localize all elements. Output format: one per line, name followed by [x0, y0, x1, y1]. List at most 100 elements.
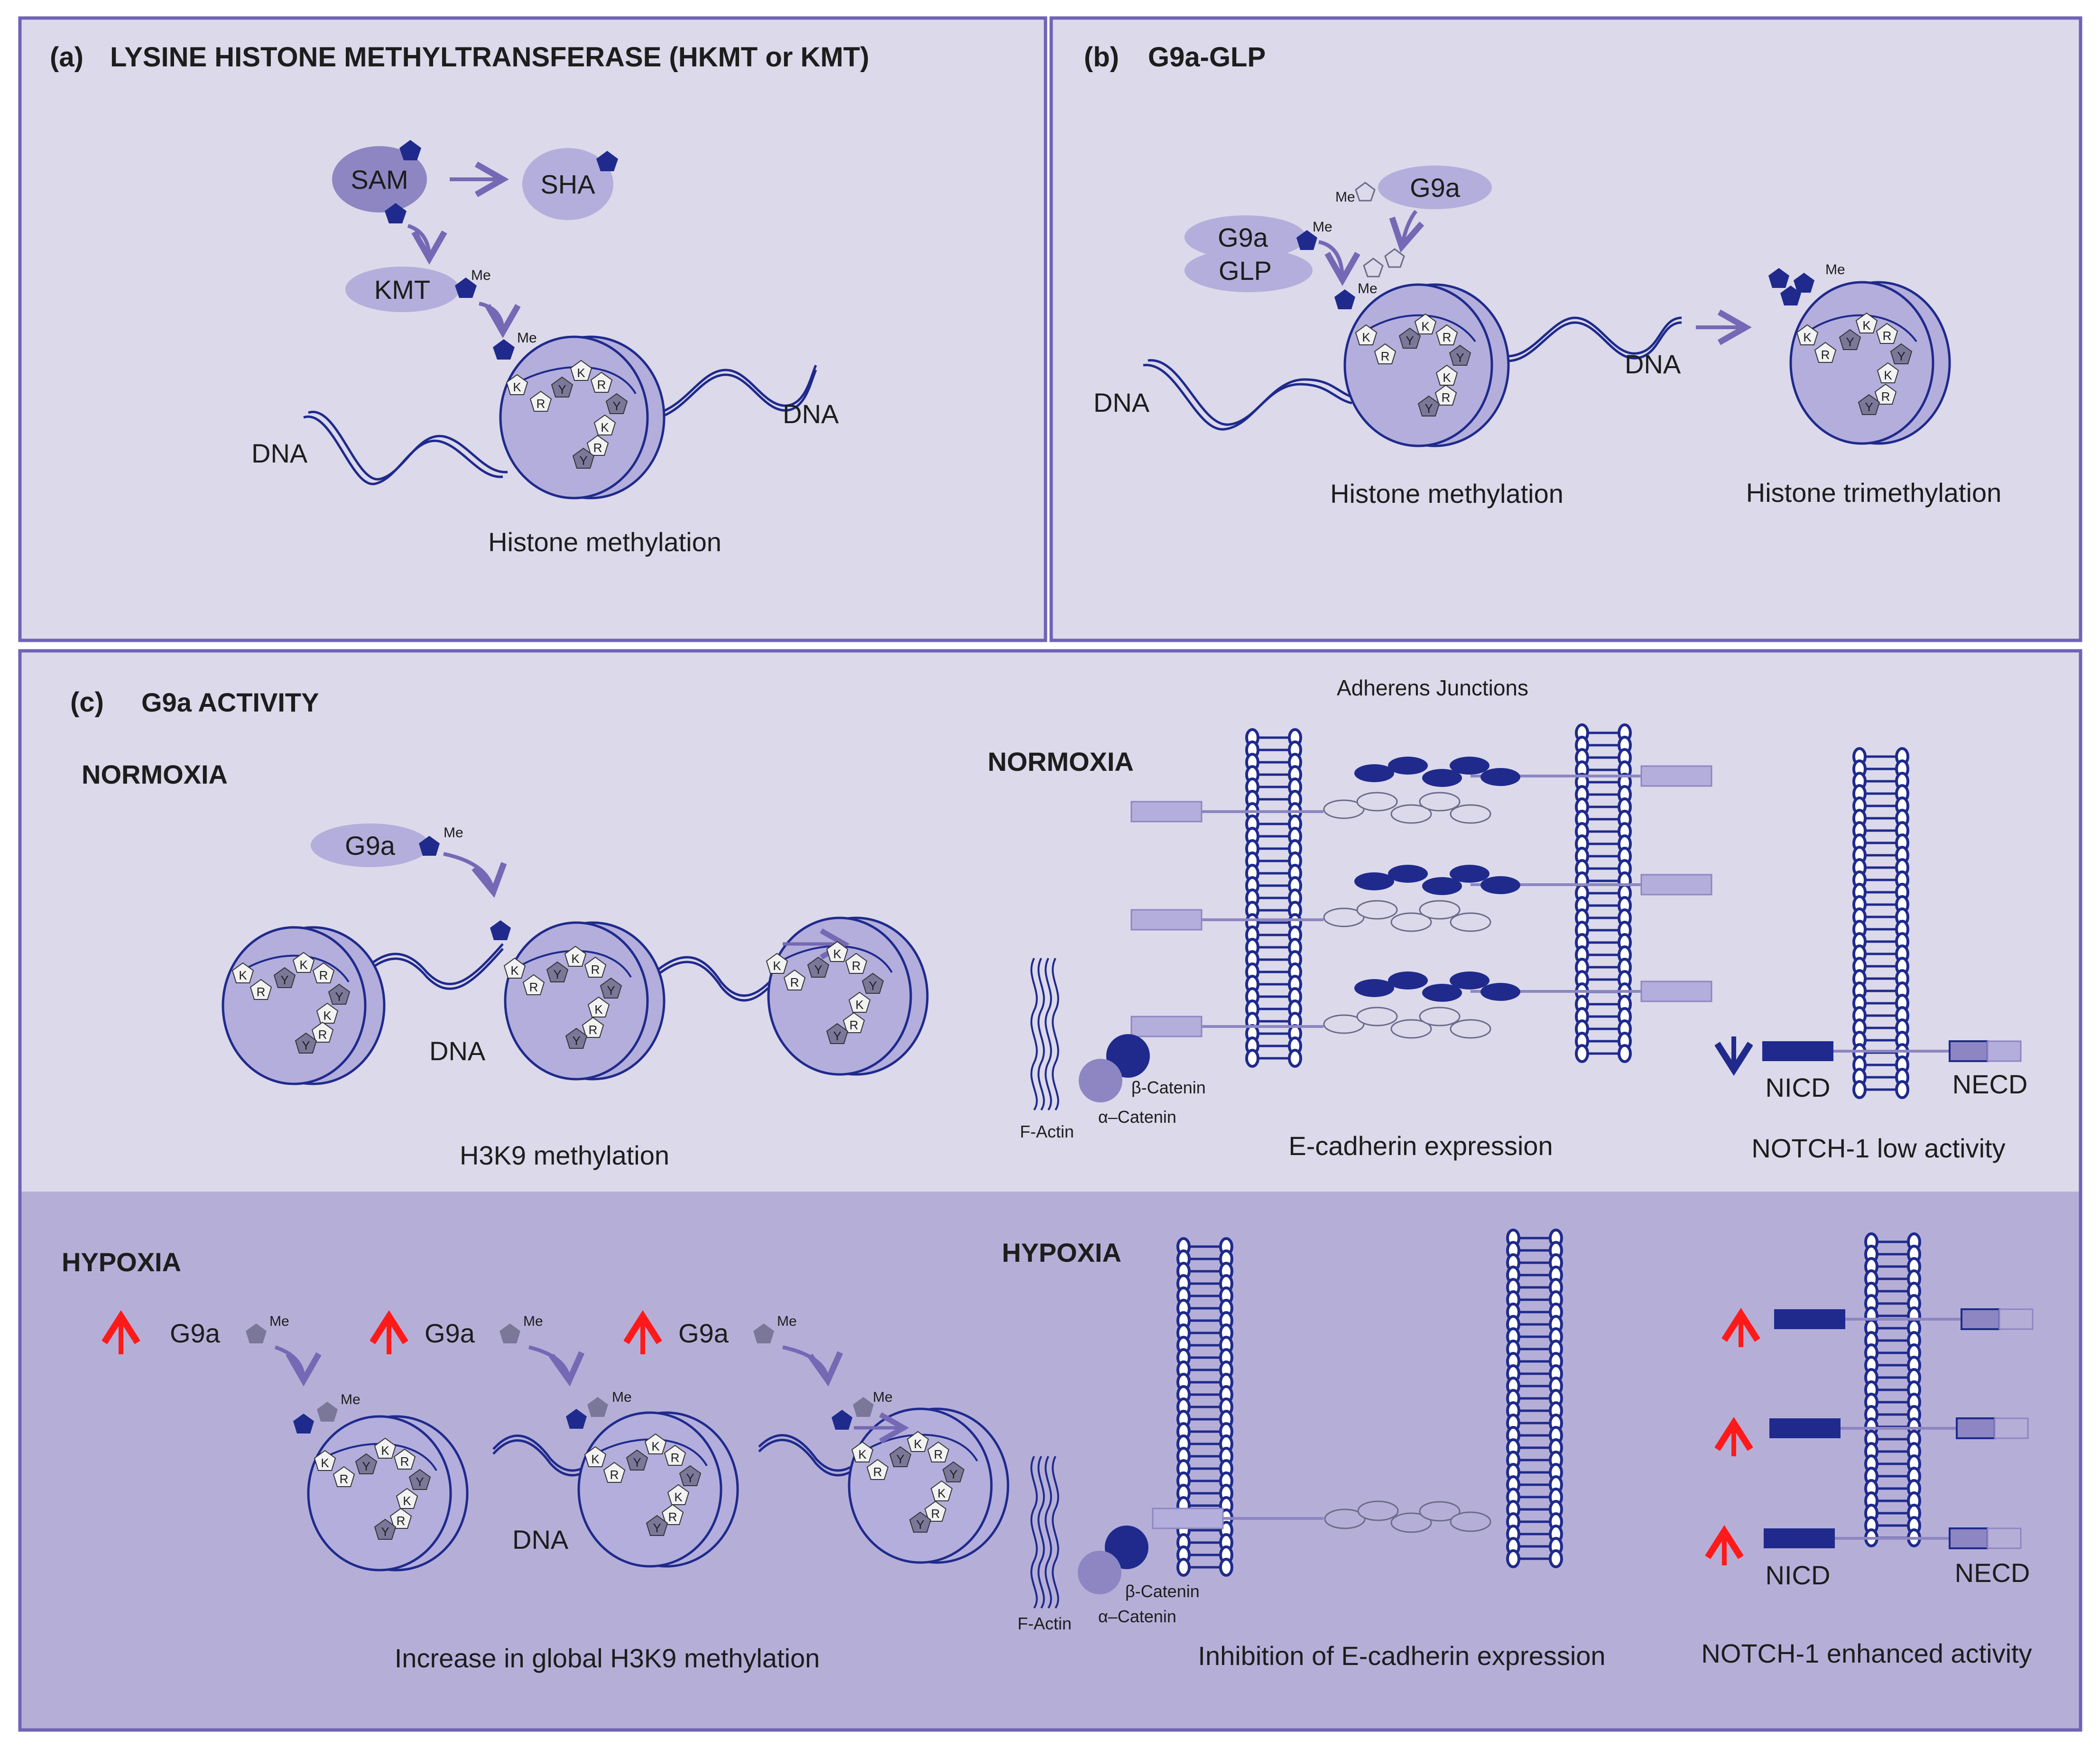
residue-k: K	[667, 1484, 690, 1505]
f-actin-label: F-Actin	[1018, 1614, 1072, 1633]
residue-k: K	[851, 1441, 874, 1462]
svg-text:R: R	[1381, 349, 1390, 363]
caption-h3k9-global: Increase in global H3K9 methylation	[395, 1643, 820, 1673]
nicd-label: NICD	[1766, 1560, 1831, 1590]
beta-catenin-label: β-Catenin	[1125, 1582, 1200, 1601]
caption-ecadherin-inhibition: Inhibition of E-cadherin expression	[1198, 1641, 1605, 1671]
necd-label: NECD	[1952, 1069, 2028, 1099]
transfer-arrow	[443, 852, 507, 898]
svg-text:K: K	[855, 998, 864, 1012]
residue-k: K	[1355, 324, 1378, 345]
dna-strand	[1147, 359, 1357, 426]
residue-r: R	[845, 953, 868, 974]
svg-text:Y: Y	[572, 1034, 580, 1048]
residue-r: R	[1874, 383, 1897, 405]
residue-r: R	[393, 1448, 416, 1470]
svg-text:R: R	[850, 1018, 859, 1032]
svg-text:Y: Y	[553, 967, 561, 981]
me-label: Me	[1335, 189, 1355, 205]
panel-a: (a) LYSINE HISTONE METHYLTRANSFERASE (HK…	[50, 42, 869, 557]
residue-y: Y	[889, 1446, 912, 1467]
lipid-head	[1245, 1049, 1259, 1068]
methyl-group-icon	[1334, 289, 1355, 309]
residue-y: Y	[551, 376, 574, 398]
residue-r: R	[1814, 342, 1837, 363]
glp-label: GLP	[1219, 256, 1272, 286]
svg-text:R: R	[1881, 389, 1890, 404]
svg-text:R: R	[934, 1447, 943, 1461]
residue-k: K	[503, 957, 526, 979]
residue-k: K	[374, 1437, 397, 1459]
dna-strand	[308, 410, 508, 481]
junction-row	[1130, 865, 1712, 932]
residue-y: Y	[355, 1453, 378, 1474]
residue-r: R	[590, 371, 613, 393]
residue-y: Y	[273, 967, 296, 988]
residue-r: R	[842, 1012, 865, 1033]
normoxia-heading-junctions: NORMOXIA	[988, 747, 1134, 777]
residue-k: K	[570, 360, 592, 381]
residue-k: K	[1796, 324, 1819, 345]
residue-k: K	[292, 952, 315, 973]
methyl-group-icon	[385, 203, 407, 223]
residue-r: R	[389, 1508, 412, 1529]
g9a-label: G9a	[1410, 173, 1461, 203]
svg-text:Y: Y	[686, 1471, 694, 1485]
transfer-arrow	[407, 224, 447, 265]
nucleosome-front	[504, 921, 649, 1081]
panel-c-label: (c)	[70, 687, 104, 718]
svg-text:Y: Y	[362, 1459, 370, 1473]
svg-text:Y: Y	[833, 1029, 841, 1043]
alpha-catenin-label: α–Catenin	[1098, 1107, 1176, 1127]
transfer-arrow	[1389, 210, 1425, 253]
residue-k: K	[907, 1431, 929, 1452]
lipid-head	[1549, 1549, 1563, 1568]
residue-y: Y	[546, 961, 569, 982]
residue-r: R	[311, 1021, 334, 1043]
dna-strand	[1503, 321, 1682, 362]
dna-label: DNA	[1625, 349, 1681, 379]
nucleosome-front	[848, 1407, 993, 1564]
panel-a-label: (a)	[50, 42, 83, 73]
g9a-increase-group: G9a Me	[643, 1313, 843, 1387]
methyl-group-icon	[500, 1323, 520, 1343]
svg-text:R: R	[852, 959, 861, 973]
residue-k: K	[1855, 312, 1878, 333]
adherens-junctions-label: Adherens Junctions	[1337, 675, 1528, 700]
sam-ellipse	[332, 146, 427, 213]
residue-y: Y	[1449, 344, 1471, 366]
svg-text:K: K	[1803, 330, 1812, 344]
dna-strand	[659, 364, 817, 414]
dna-strand	[654, 956, 779, 997]
residue-y: Y	[1839, 329, 1861, 350]
g9a-label: G9a	[345, 831, 396, 860]
residue-r: R	[582, 1017, 604, 1038]
svg-text:K: K	[1421, 319, 1430, 333]
svg-text:K: K	[601, 420, 609, 435]
svg-text:Y: Y	[607, 983, 615, 998]
methyl-group-icon	[1768, 268, 1789, 288]
caption-h3k9: H3K9 methylation	[460, 1140, 669, 1170]
svg-text:R: R	[668, 1510, 677, 1524]
svg-text:Y: Y	[381, 1525, 389, 1539]
svg-text:Y: Y	[1865, 400, 1873, 414]
g9a-label: G9a	[678, 1318, 729, 1348]
f-actin-label: F-Actin	[1020, 1122, 1074, 1141]
g9a-label: G9a	[170, 1318, 221, 1348]
me-label: Me	[1358, 281, 1378, 296]
residue-y: Y	[942, 1461, 965, 1482]
residue-r: R	[1435, 324, 1458, 345]
caption-notch-low: NOTCH-1 low activity	[1751, 1133, 2005, 1163]
me-label: Me	[444, 825, 463, 841]
residue-k: K	[766, 953, 788, 974]
residue-k: K	[826, 941, 849, 962]
svg-text:K: K	[674, 1490, 683, 1504]
caption-notch-enhanced: NOTCH-1 enhanced activity	[1701, 1638, 2032, 1668]
svg-text:R: R	[397, 1514, 406, 1528]
nucleosome-front	[307, 1415, 452, 1572]
svg-text:Y: Y	[280, 973, 288, 987]
residue-r: R	[250, 979, 272, 1000]
notch-receptor-row	[1724, 1528, 2022, 1565]
residue-r: R	[584, 956, 607, 978]
svg-text:K: K	[299, 958, 308, 972]
